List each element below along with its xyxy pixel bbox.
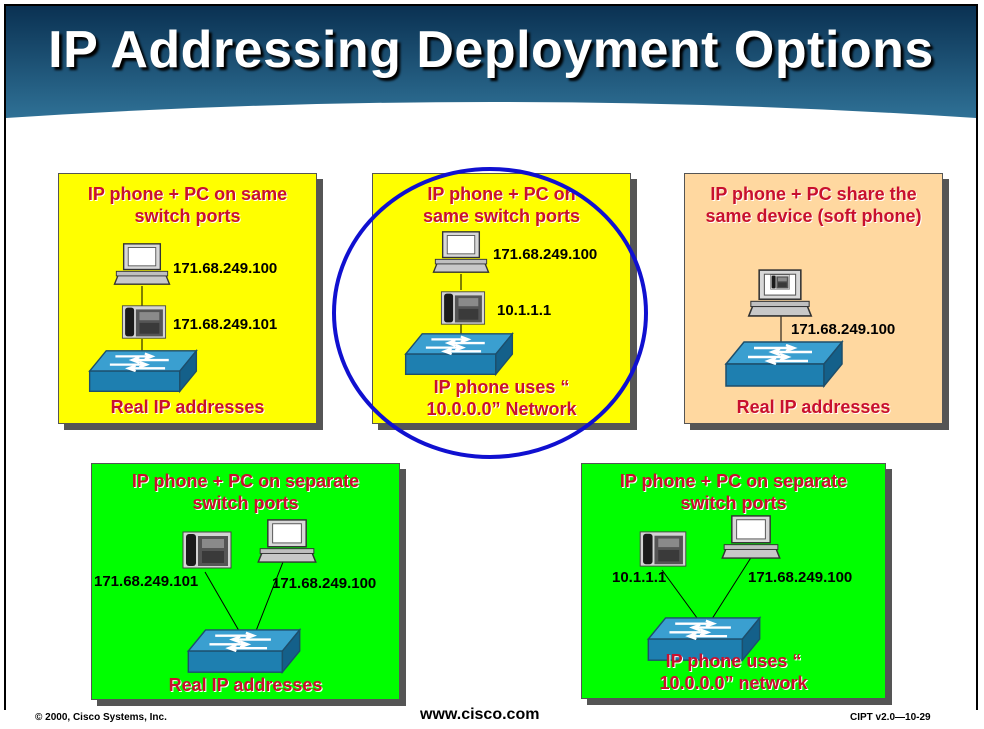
- pc-address: 171.68.249.100: [493, 246, 598, 263]
- connection-lines: [661, 555, 753, 623]
- panel-heading: IP phone + PC share the same device (sof…: [705, 184, 922, 226]
- panel-separate-port-real-ip: IP phone + PC on separate switch ports 1…: [91, 463, 400, 700]
- footer-slide-id: CIPT v2.0—10-29: [850, 712, 931, 723]
- panel-soft-phone: IP phone + PC share the same device (sof…: [684, 173, 943, 424]
- footer-copyright: © 2000, Cisco Systems, Inc.: [35, 712, 167, 723]
- panel-heading: IP phone + PC on same switch ports: [422, 184, 581, 226]
- panel-caption: Real IP addresses: [110, 397, 265, 417]
- pc-address: 171.68.249.100: [791, 321, 896, 338]
- title-banner: [6, 6, 976, 118]
- pc-address: 171.68.249.100: [173, 260, 278, 277]
- phone-address: 171.68.249.101: [173, 316, 278, 333]
- footer-url: www.cisco.com: [420, 706, 540, 723]
- panel-same-port-real-ip: IP phone + PC on same switch ports 171.6…: [58, 173, 317, 424]
- panel-heading: IP phone + PC on separate switch ports: [131, 471, 360, 513]
- connection-lines: [141, 286, 143, 352]
- panel-caption: IP phone uses “ 10.0.0.0” Network: [426, 377, 577, 419]
- phone-address: 171.68.249.101: [94, 573, 199, 590]
- slide-frame: [4, 4, 978, 710]
- panel-same-port-private-ip: IP phone + PC on same switch ports 171.6…: [372, 173, 631, 424]
- pc-address: 171.68.249.100: [748, 569, 853, 586]
- pc-address: 171.68.249.100: [272, 575, 377, 592]
- panel-caption: Real IP addresses: [168, 675, 323, 695]
- slide-title: IP Addressing Deployment Options: [48, 21, 934, 79]
- phone-address: 10.1.1.1: [612, 569, 667, 586]
- panel-caption: IP phone uses “ 10.0.0.0” network: [659, 651, 808, 693]
- connection-lines: [460, 274, 462, 334]
- connection-lines: [204, 561, 284, 637]
- panel-separate-port-private-ip: IP phone + PC on separate switch ports 1…: [581, 463, 886, 699]
- phone-address: 10.1.1.1: [497, 302, 552, 319]
- connection-lines: [780, 314, 782, 344]
- panel-caption: Real IP addresses: [736, 397, 891, 417]
- highlight-circle: [332, 167, 648, 459]
- panel-heading: IP phone + PC on same switch ports: [87, 184, 288, 226]
- panel-heading: IP phone + PC on separate switch ports: [619, 471, 848, 513]
